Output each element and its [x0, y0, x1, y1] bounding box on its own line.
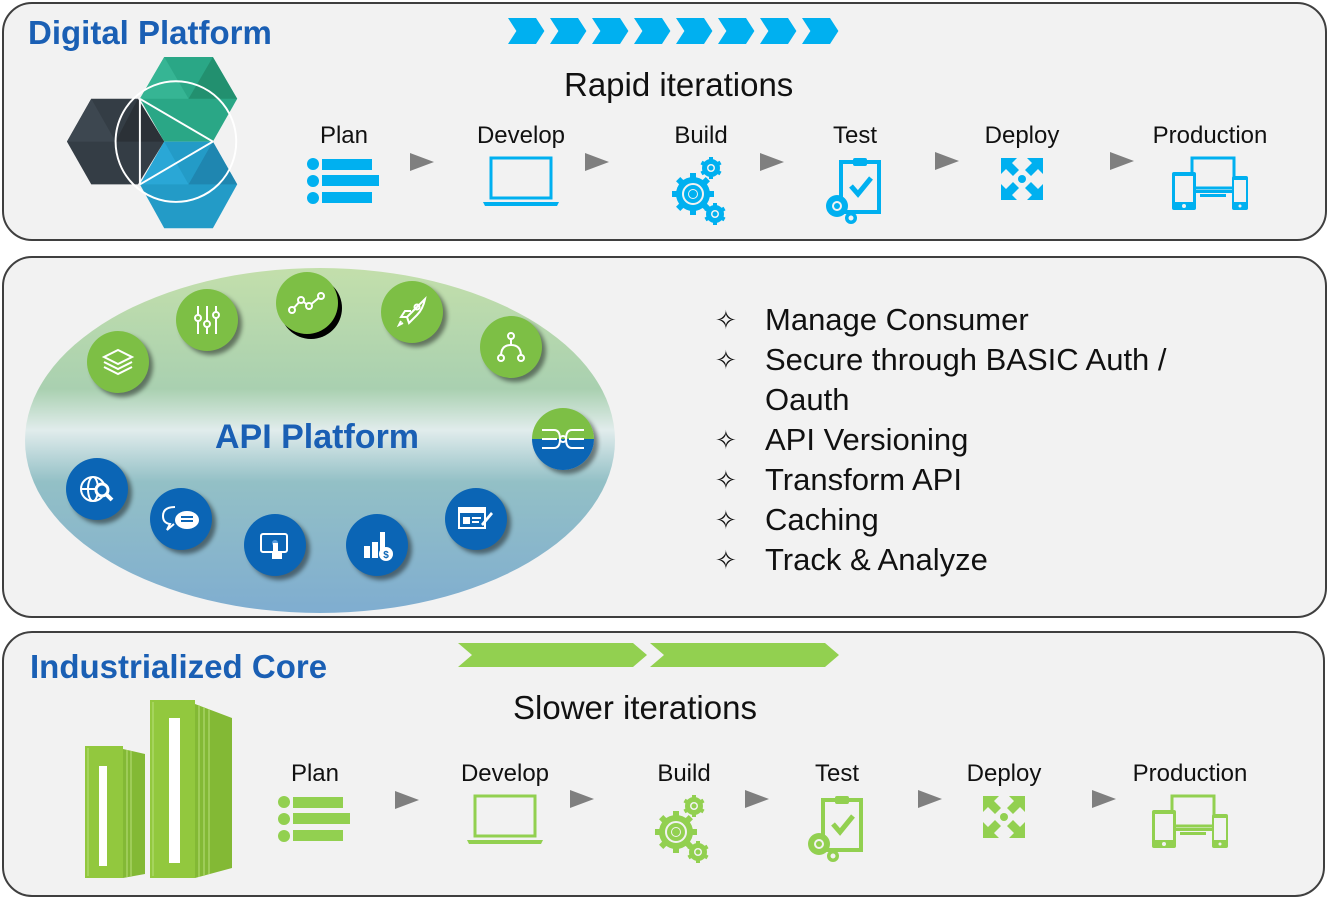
sliders-icon	[176, 289, 238, 351]
step-label: Develop	[476, 122, 566, 149]
step-production: Production	[1140, 122, 1280, 217]
industrialized-core-title: Industrialized Core	[30, 648, 328, 685]
digital-platform-logo-icon	[66, 56, 238, 229]
flow-arrow-icon	[1092, 790, 1116, 808]
chevron-arrow	[592, 18, 629, 44]
flow-arrow-icon	[395, 791, 419, 809]
list-icon	[274, 156, 414, 211]
chevron-arrow	[760, 18, 797, 44]
flow-arrow-icon	[410, 153, 434, 171]
step-build: Build	[614, 760, 754, 869]
step-label: Build	[674, 122, 728, 149]
clipboard-check-icon	[767, 794, 907, 867]
layers-icon	[87, 331, 149, 393]
slower-chevrons	[458, 643, 839, 667]
step-plan: Plan	[274, 122, 414, 211]
devices-icon	[1120, 794, 1260, 855]
step-develop: Develop	[451, 122, 591, 213]
devices-icon	[1140, 156, 1280, 217]
rapid-chevrons	[508, 18, 839, 44]
line-chart-icon	[276, 272, 338, 334]
chevron-arrow	[650, 643, 839, 667]
chevron-arrow	[634, 18, 671, 44]
chevron-arrow	[550, 18, 587, 44]
flow-arrow-icon	[918, 790, 942, 808]
chevron-arrow	[458, 643, 647, 667]
api-feature-item: ✧Caching	[715, 500, 1225, 540]
star-bullet-icon: ✧	[715, 345, 737, 375]
api-feature-item: ✧Manage Consumer	[715, 300, 1225, 340]
step-test: Test	[785, 122, 925, 229]
step-label: Test	[814, 760, 859, 787]
api-feature-list: ✧Manage Consumer ✧Secure through BASIC A…	[715, 300, 1225, 580]
flow-arrow-icon	[760, 153, 784, 171]
expand-arrows-icon	[934, 794, 1074, 845]
gears-icon	[614, 794, 754, 869]
step-label: Production	[1132, 760, 1248, 787]
chat-bubbles-icon	[150, 488, 212, 550]
chevron-arrow	[802, 18, 839, 44]
step-develop: Develop	[435, 760, 575, 851]
step-label: Deploy	[984, 122, 1060, 149]
step-label: Build	[657, 760, 711, 787]
star-bullet-icon: ✧	[715, 425, 737, 455]
flow-arrow-icon	[935, 152, 959, 170]
flow-arrow-icon	[1110, 152, 1134, 170]
api-platform-title: API Platform	[215, 418, 420, 456]
star-bullet-icon: ✧	[715, 545, 737, 575]
mainframe-server-icon	[85, 700, 232, 878]
slower-iterations-label: Slower iterations	[513, 689, 757, 726]
rapid-iterations-label: Rapid iterations	[564, 66, 794, 103]
step-test: Test	[767, 760, 907, 867]
digital-platform-title: Digital Platform	[28, 14, 272, 51]
step-build: Build	[631, 122, 771, 231]
chevron-arrow	[718, 18, 755, 44]
flow-arrow-icon	[745, 790, 769, 808]
step-label: Test	[832, 122, 877, 149]
step-label: Develop	[460, 760, 550, 787]
flow-arrow-icon	[585, 153, 609, 171]
connector-icon	[532, 408, 594, 470]
api-feature-item: ✧Secure through BASIC Auth / Oauth	[715, 342, 1167, 417]
step-label: Plan	[290, 760, 340, 787]
touch-screen-icon	[244, 514, 306, 576]
api-feature-item: ✧API Versioning	[715, 420, 1225, 460]
step-deploy: Deploy	[952, 122, 1092, 207]
step-plan: Plan	[245, 760, 385, 849]
api-feature-item: ✧Transform API	[715, 460, 1225, 500]
gears-icon	[631, 156, 771, 231]
svg-text:$: $	[383, 550, 389, 561]
star-bullet-icon: ✧	[715, 305, 737, 335]
edit-window-icon	[445, 488, 507, 550]
step-label: Deploy	[966, 760, 1042, 787]
chevron-arrow	[676, 18, 713, 44]
clipboard-check-icon	[785, 156, 925, 229]
step-production: Production	[1120, 760, 1260, 855]
laptop-icon	[435, 794, 575, 851]
expand-arrows-icon	[952, 156, 1092, 207]
step-deploy: Deploy	[934, 760, 1074, 845]
list-icon	[245, 794, 385, 849]
step-label: Production	[1152, 122, 1268, 149]
bar-chart-dollar-icon: $	[346, 514, 408, 576]
step-label: Plan	[319, 122, 369, 149]
laptop-icon	[451, 156, 591, 213]
flow-arrow-icon	[570, 790, 594, 808]
star-bullet-icon: ✧	[715, 505, 737, 535]
star-bullet-icon: ✧	[715, 465, 737, 495]
chevron-arrow	[508, 18, 545, 44]
api-feature-item: ✧Track & Analyze	[715, 540, 1225, 580]
branch-icon	[480, 316, 542, 378]
rocket-icon	[381, 281, 443, 343]
globe-search-icon	[66, 458, 128, 520]
